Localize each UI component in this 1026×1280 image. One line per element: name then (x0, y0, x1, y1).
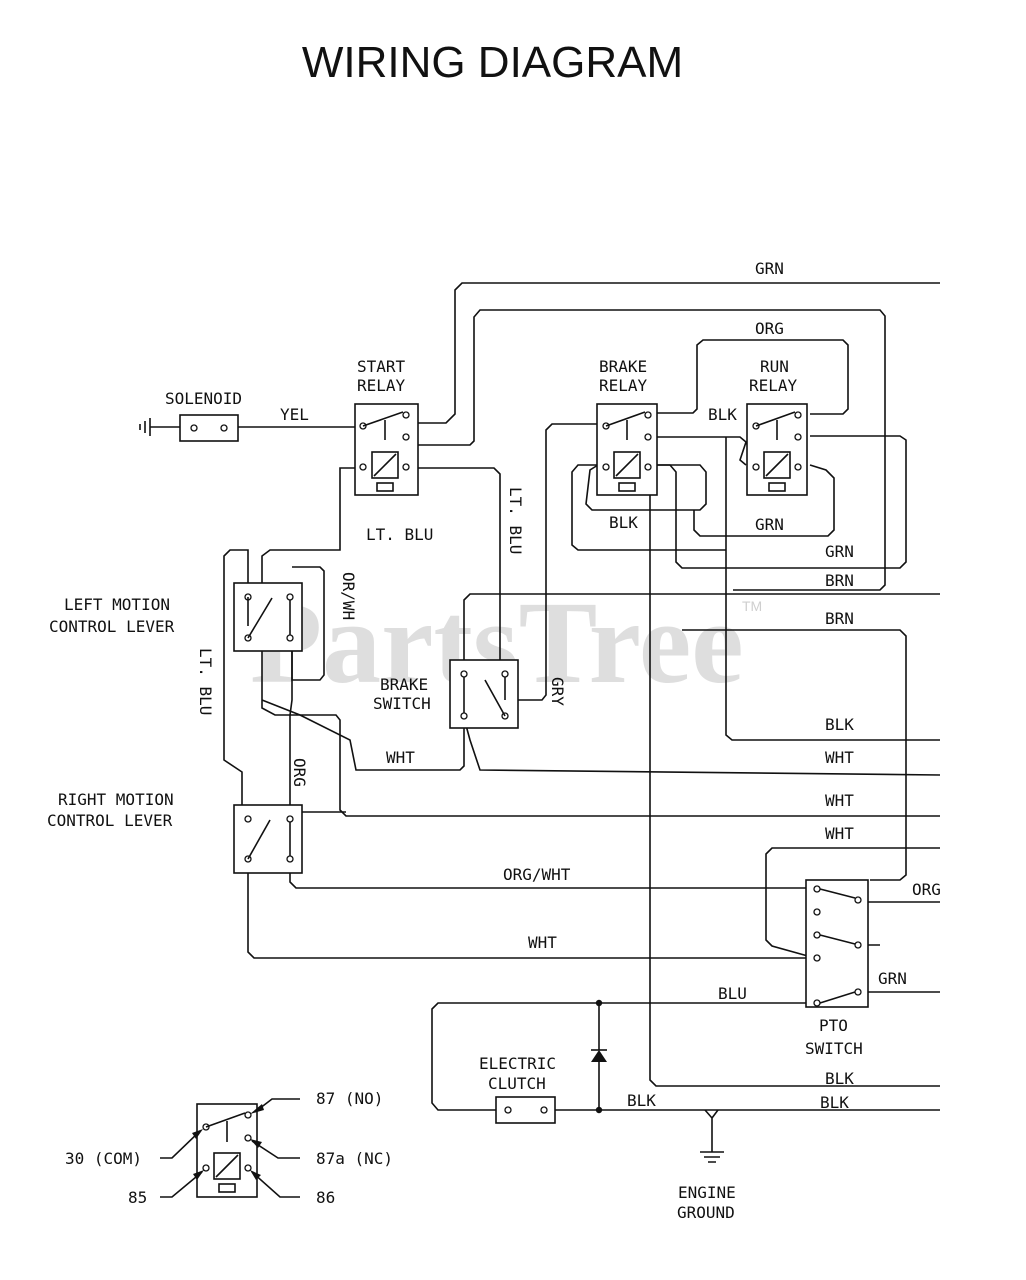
wire-label: BRN (825, 609, 854, 628)
wire-left-lever-a (223, 549, 249, 815)
wire-wht-brake (261, 593, 940, 771)
wire-bus-650 (649, 445, 940, 1087)
wire-lt-blu-h (261, 467, 360, 590)
wire-label: WHT (386, 748, 415, 767)
wire-label: BLK (609, 513, 638, 532)
wire-label: BRN (825, 571, 854, 590)
wire-blk-right (725, 437, 940, 741)
wire-org (289, 640, 293, 812)
labels: GRN ORG START RELAY BRAKE RELAY RUN RELA… (47, 259, 941, 1222)
wire-wht-1 (463, 717, 941, 776)
brake-switch-label: BRAKE (380, 675, 428, 694)
wire-label: BLK (708, 405, 737, 424)
wire-label: WHT (825, 791, 854, 810)
wire-label: GRN (755, 259, 784, 278)
pto-switch-label: SWITCH (805, 1039, 863, 1058)
left-lever-label: LEFT MOTION (64, 595, 170, 614)
wire-label: ORG/WHT (503, 865, 571, 884)
wire-label: LT. BLU (196, 648, 215, 715)
wires (139, 282, 941, 1163)
legend-relay (160, 1098, 300, 1198)
start-relay-label: START (357, 357, 406, 376)
legend-30-com: 30 (COM) (65, 1149, 142, 1168)
diode (591, 1049, 607, 1062)
legend-87a-nc: 87a (NC) (316, 1149, 393, 1168)
brake-relay-label: RELAY (599, 376, 648, 395)
wire-label: ORG (755, 319, 784, 338)
brake-switch (449, 659, 519, 729)
wire-label: ORG (912, 880, 941, 899)
right-lever-switch (233, 804, 303, 874)
legend-85: 85 (128, 1188, 147, 1207)
wire-brn-1 (653, 435, 907, 569)
wire-label: OR/WH (339, 572, 358, 620)
wire-label: GRN (825, 542, 854, 561)
wire-label: LT. BLU (506, 487, 525, 554)
wire-label: BLK (825, 715, 854, 734)
wire-gry (518, 423, 598, 701)
right-lever-label: CONTROL LEVER (47, 811, 173, 830)
right-lever-label: RIGHT MOTION (58, 790, 174, 809)
left-lever-label: CONTROL LEVER (49, 617, 175, 636)
wire-wht-3 (765, 847, 940, 959)
watermark-tm: TM (742, 598, 763, 614)
wire-engine-gnd (700, 1109, 724, 1163)
pto-switch (805, 879, 869, 1008)
wire-brn-2 (571, 464, 726, 551)
run-relay-label: RUN (760, 357, 789, 376)
wire-brn-2-h (682, 629, 907, 881)
wire-label: WHT (825, 824, 854, 843)
wire-label: ORG (290, 758, 309, 787)
wire-label: BLK (825, 1069, 854, 1088)
brake-relay (596, 403, 658, 496)
wire-label: LT. BLU (366, 525, 433, 544)
wire-lt-blu-v (418, 467, 501, 668)
wire-blu (431, 1002, 812, 1111)
clutch-label: CLUTCH (488, 1074, 546, 1093)
pto-switch-label: PTO (819, 1016, 848, 1035)
legend-86: 86 (316, 1188, 335, 1207)
wire-grn-under (693, 464, 835, 537)
wire-label: YEL (280, 405, 309, 424)
run-relay (746, 403, 808, 496)
brake-relay-label: BRAKE (599, 357, 647, 376)
wire-label: BLK (820, 1093, 849, 1112)
solenoid-label: SOLENOID (165, 389, 242, 408)
wire-label: GRY (548, 677, 567, 706)
wire-blk-relay (653, 436, 753, 466)
page-title: WIRING DIAGRAM (301, 38, 684, 87)
wire-left-lever-b (261, 640, 940, 817)
run-relay-label: RELAY (749, 376, 798, 395)
electric-clutch (495, 1096, 556, 1124)
wire-label: BLK (627, 1091, 656, 1110)
wire-label: BLU (718, 984, 747, 1003)
legend-87-no: 87 (NO) (316, 1089, 383, 1108)
wire-label: WHT (528, 933, 557, 952)
wire-label: GRN (755, 515, 784, 534)
wire-org-top (653, 339, 849, 415)
wire-blk-under (585, 464, 707, 511)
left-lever-switch (233, 582, 303, 652)
start-relay-label: RELAY (357, 376, 406, 395)
wire-label: GRN (878, 969, 907, 988)
wire-grn-top (418, 282, 940, 424)
engine-ground-label: ENGINE (678, 1183, 736, 1202)
wire-start-loop (418, 309, 886, 591)
solenoid (179, 414, 239, 442)
wire-wht-lower (247, 860, 812, 959)
wire-label: WHT (825, 748, 854, 767)
clutch-label: ELECTRIC (479, 1054, 556, 1073)
brake-switch-label: SWITCH (373, 694, 431, 713)
start-relay (354, 403, 419, 496)
wire-solenoid-gnd (139, 418, 180, 436)
junction-dot (595, 999, 603, 1007)
engine-ground-label: GROUND (677, 1203, 735, 1222)
junction-dot (595, 1106, 603, 1114)
